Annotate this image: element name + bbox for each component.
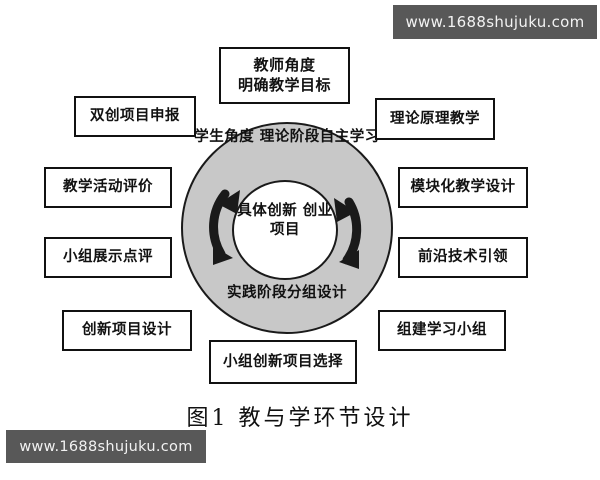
node-teacher-perspective: 教师角度 明确教学目标 bbox=[219, 47, 350, 104]
watermark-top-right: www.1688shujuku.com bbox=[393, 5, 597, 39]
node-form-study-groups: 组建学习小组 bbox=[378, 310, 506, 351]
node-innovation-project-design-label: 创新项目设计 bbox=[82, 322, 172, 339]
ring-bottom-label-line1: 实践阶段分组设计 bbox=[227, 285, 347, 301]
node-innovation-project-design: 创新项目设计 bbox=[62, 310, 192, 351]
node-theory-principle-teaching-label: 理论原理教学 bbox=[390, 110, 480, 127]
core-label: 具体创新 创业项目 bbox=[232, 202, 338, 240]
node-modular-teaching-design-label: 模块化教学设计 bbox=[410, 179, 516, 196]
core-label-line2: 创业项目 bbox=[270, 203, 333, 239]
node-innovation-project-application: 双创项目申报 bbox=[74, 96, 196, 137]
inner-circle-shape bbox=[232, 180, 338, 280]
ring-top-label-line2: 理论阶段自主学习 bbox=[259, 129, 380, 145]
core-label-line1: 具体创新 bbox=[237, 203, 298, 219]
node-teaching-activity-evaluation-label: 教学活动评价 bbox=[63, 179, 153, 196]
node-frontier-technology-leading: 前沿技术引领 bbox=[398, 237, 528, 278]
node-group-innovation-project-selection: 小组创新项目选择 bbox=[209, 340, 357, 384]
cycle-diagram: 学生角度 理论阶段自主学习 具体创新 创业项目 实践阶段分组设计 bbox=[181, 122, 393, 334]
ring-top-label: 学生角度 理论阶段自主学习 bbox=[181, 128, 393, 146]
node-teacher-perspective-line1: 教师角度 bbox=[253, 56, 316, 75]
watermark-bottom-left: www.1688shujuku.com bbox=[6, 430, 206, 463]
node-form-study-groups-label: 组建学习小组 bbox=[397, 322, 487, 339]
node-group-presentation-review: 小组展示点评 bbox=[44, 237, 172, 278]
node-group-innovation-project-selection-label: 小组创新项目选择 bbox=[223, 353, 343, 370]
node-theory-principle-teaching: 理论原理教学 bbox=[375, 98, 495, 140]
figure-caption: 图1 教与学环节设计 bbox=[186, 406, 414, 431]
node-teaching-activity-evaluation: 教学活动评价 bbox=[44, 167, 172, 208]
node-group-presentation-review-label: 小组展示点评 bbox=[63, 249, 153, 266]
ring-top-label-line1: 学生角度 bbox=[194, 129, 255, 145]
node-modular-teaching-design: 模块化教学设计 bbox=[398, 167, 528, 208]
node-teacher-perspective-line2: 明确教学目标 bbox=[237, 75, 331, 94]
node-frontier-technology-leading-label: 前沿技术引领 bbox=[418, 249, 508, 266]
ring-bottom-label: 实践阶段分组设计 bbox=[181, 284, 393, 302]
node-innovation-project-application-label: 双创项目申报 bbox=[90, 108, 180, 125]
